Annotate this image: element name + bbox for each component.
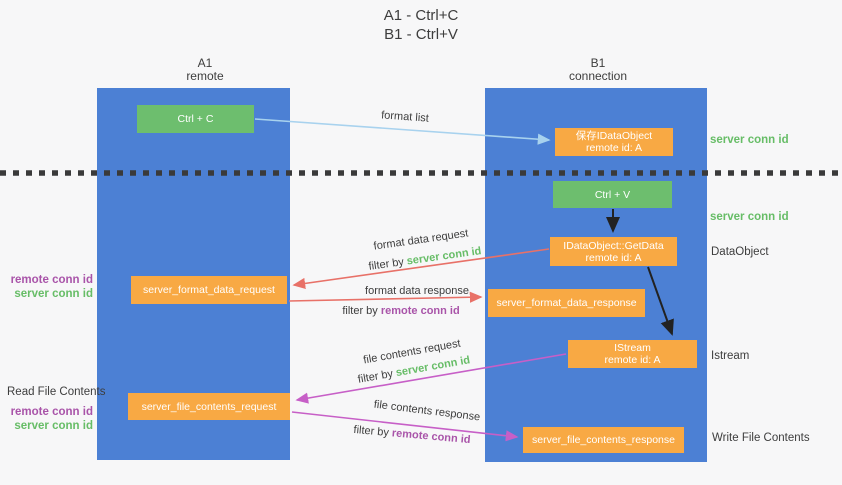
format-data-response-arrow [288, 291, 483, 303]
ctrl-c-box: Ctrl + C [137, 105, 254, 133]
getdata-line2: remote id: A [585, 251, 642, 264]
filter-by-text: filter by [353, 423, 393, 440]
ctrl-v-label: Ctrl + V [594, 188, 631, 201]
ctrl-v-box: Ctrl + V [553, 181, 672, 208]
remote-conn-id-left-2: remote conn id [10, 406, 93, 418]
istream-line1: IStream [614, 342, 651, 354]
format-list-label: format list [380, 109, 430, 125]
write-file-contents-label: Write File Contents [712, 432, 810, 444]
server-conn-id-left-1: server conn id [14, 288, 93, 300]
column-a1-subtitle: remote [186, 69, 224, 83]
filter-by-remote-conn-id-label-1: filter by remote conn id [342, 305, 459, 317]
column-a1-name: A1 [197, 56, 213, 70]
format-data-response-label: format data response [365, 285, 469, 297]
idataobject-getdata-box: IDataObject::GetData remote id: A [550, 237, 677, 266]
filter-by-text: filter by [356, 367, 397, 386]
server-conn-id-right-mid: server conn id [710, 211, 789, 223]
server-format-data-request-box: server_format_data_request [131, 276, 287, 304]
istream-side-label: Istream [711, 350, 750, 362]
column-header-b1: B1 connection [528, 57, 668, 83]
server-format-data-response-box: server_format_data_response [488, 289, 645, 317]
remote-conn-id-left-1: remote conn id [10, 274, 93, 286]
save-idataobject-box: 保存IDataObject remote id: A [555, 128, 673, 156]
column-header-a1: A1 remote [135, 57, 275, 83]
column-b1-subtitle: connection [568, 69, 628, 83]
server-format-data-request-label: server_format_data_request [143, 284, 275, 296]
save-idataobject-line1: 保存IDataObject [575, 130, 653, 142]
title-line-a1: A1 - Ctrl+C [383, 7, 459, 24]
filter-by-text: filter by [367, 255, 408, 273]
server-file-contents-request-label: server_file_contents_request [141, 400, 277, 413]
remote-conn-id-text: remote conn id [391, 427, 471, 447]
istream-box: IStream remote id: A [568, 340, 697, 368]
server-conn-id-left-2: server conn id [14, 420, 93, 432]
save-idataobject-line2: remote id: A [585, 142, 643, 154]
server-conn-id-right-top: server conn id [710, 134, 789, 146]
filter-by-remote-conn-id-label-2: filter by remote conn id [353, 424, 471, 446]
remote-conn-id-text: remote conn id [380, 305, 460, 317]
column-b1-name: B1 [590, 56, 606, 70]
file-contents-response-label: file contents response [373, 398, 481, 424]
server-file-contents-request-box: server_file_contents_request [128, 393, 290, 420]
istream-line2: remote id: A [604, 354, 661, 366]
dataobject-label: DataObject [711, 246, 769, 258]
server-file-contents-response-box: server_file_contents_response [523, 427, 684, 453]
server-format-data-response-label: server_format_data_response [496, 297, 637, 309]
getdata-line1: IDataObject::GetData [563, 239, 664, 252]
server-file-contents-response-label: server_file_contents_response [531, 434, 675, 446]
read-file-contents-label: Read File Contents [7, 386, 106, 398]
filter-by-text: filter by [342, 305, 381, 317]
diagram-title: A1 - Ctrl+C B1 - Ctrl+V [0, 6, 842, 44]
server-conn-id-text: server conn id [405, 245, 483, 268]
title-line-b1: B1 - Ctrl+V [384, 26, 458, 43]
ctrl-c-label: Ctrl + C [177, 113, 214, 125]
